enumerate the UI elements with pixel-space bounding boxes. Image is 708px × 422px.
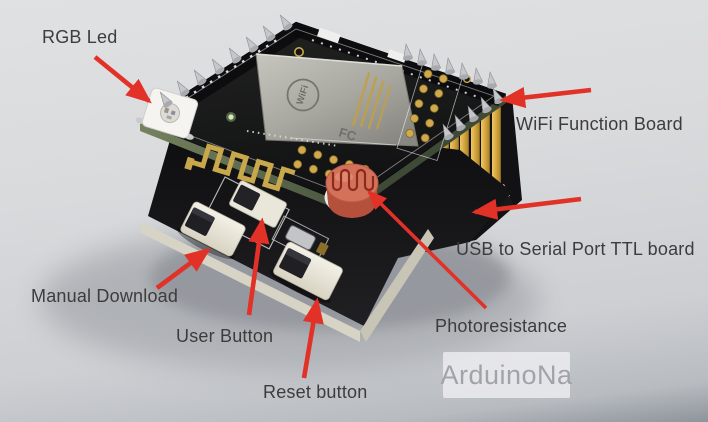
usb-serial-board-label: USB to Serial Port TTL board — [456, 239, 695, 259]
cert-mark-text: FC — [337, 125, 359, 145]
esp-module-shield: WiFi FC — [255, 53, 419, 147]
manual-download-button — [177, 201, 246, 260]
wifi-function-board-label: WiFi Function Board — [516, 114, 683, 134]
rgb-led — [135, 87, 199, 140]
crystal-oscillator — [285, 225, 329, 256]
manual-download-label: Manual Download — [31, 286, 179, 306]
gpio-pads-right — [396, 63, 464, 161]
user-button-label: User Button — [176, 326, 274, 346]
laser-etched-text — [351, 72, 392, 130]
reset-button — [269, 241, 343, 303]
pin-labels-right — [311, 39, 479, 98]
rgb-led-label: RGB Led — [42, 27, 118, 47]
reset-button-label: Reset button — [263, 382, 368, 402]
status-led — [228, 114, 234, 120]
photoresistance-label: Photoresistance — [435, 316, 568, 336]
watermark: ArduinoNa — [440, 352, 572, 398]
user-button — [229, 180, 287, 228]
antenna-trace — [184, 143, 296, 192]
photoresistor — [324, 163, 379, 218]
